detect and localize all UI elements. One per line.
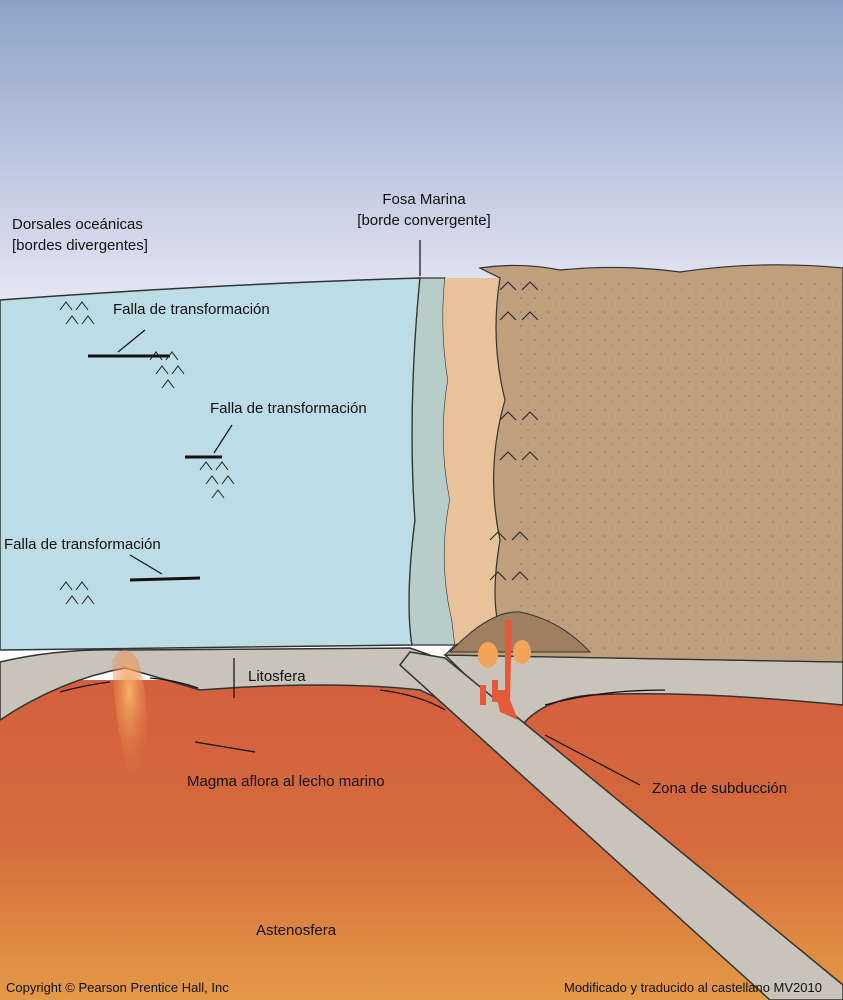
- leader-lines: [117, 240, 641, 786]
- label-lithosphere: Litosfera: [248, 668, 306, 685]
- label-trench-line1: Fosa Marina: [382, 191, 466, 208]
- ridge-magma-plume: [112, 650, 147, 771]
- footer-copyright: Copyright © Pearson Prentice Hall, Inc: [6, 980, 229, 995]
- label-trench-line2: [borde convergente]: [357, 212, 491, 229]
- transform-faults: [88, 354, 222, 582]
- ridge-texture: [59, 281, 539, 605]
- volcanic-mound: [448, 611, 592, 653]
- sky: [0, 0, 843, 300]
- label-magma: Magma aflora al lecho marino: [187, 773, 385, 790]
- footer-credit: Modificado y traducido al castellano MV2…: [564, 980, 822, 995]
- label-asthenosphere: Astenosfera: [256, 922, 337, 939]
- label-ridges-line1: Dorsales oceánicas: [12, 216, 143, 233]
- label-subduction: Zona de subducción: [652, 780, 788, 797]
- subduction-magma: [480, 620, 518, 720]
- label-transform-fault-3: Falla de transformación: [4, 536, 161, 553]
- continent-margin: [443, 278, 505, 645]
- continental-lithosphere: [443, 654, 843, 730]
- label-ridges-line2: [bordes divergentes]: [12, 237, 148, 254]
- subducting-slab: [398, 651, 843, 1000]
- label-transform-fault-2: Falla de transformación: [210, 400, 367, 417]
- flow-arrows: [59, 677, 666, 711]
- label-transform-fault-1: Falla de transformación: [113, 301, 270, 318]
- oceanic-crust: [0, 277, 421, 651]
